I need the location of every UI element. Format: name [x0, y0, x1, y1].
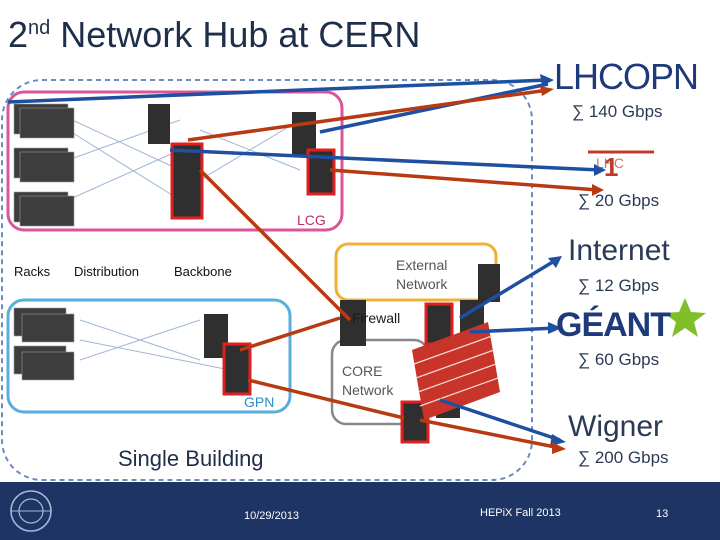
lhcopn-bandwidth: ∑ 140 Gbps — [572, 102, 663, 121]
blue-links — [7, 78, 601, 442]
gpn-mesh-links — [79, 319, 231, 371]
lhcone-bandwidth: ∑ 20 Gbps — [578, 191, 660, 210]
core-network-label: CORE Network — [342, 363, 394, 398]
red-arrowheads — [540, 86, 604, 454]
backbone-label: Backbone — [174, 264, 232, 279]
slide-footer: 10/29/2013 HEPiX Fall 2013 13 — [0, 482, 720, 540]
wigner-bandwidth: ∑ 200 Gbps — [578, 448, 669, 467]
lcg-zone-label: LCG — [297, 212, 326, 228]
red-links — [187, 88, 599, 450]
lhcone-logo: 1 LHC — [588, 150, 654, 182]
lcg-racks — [13, 103, 75, 227]
distribution-label: Distribution — [74, 264, 140, 279]
svg-text:LHC: LHC — [596, 155, 624, 171]
firewall-wall — [412, 322, 500, 420]
footer-page-number: 13 — [656, 508, 669, 520]
gpn-zone-label: GPN — [244, 394, 275, 410]
lcg-mesh-links — [67, 117, 301, 201]
title-ordinal: nd — [28, 17, 51, 39]
single-building-label: Single Building — [118, 446, 264, 471]
title-text: Network Hub at CERN — [50, 14, 421, 55]
wigner-label: Wigner — [568, 410, 664, 443]
gpn-racks — [13, 307, 75, 381]
firewall-label: Firewall — [352, 310, 401, 326]
footer-date: 10/29/2013 — [244, 510, 300, 522]
lcg-routers — [148, 104, 336, 220]
slide-title: 2nd Network Hub at CERN — [8, 14, 420, 56]
geant-bandwidth: ∑ 60 Gbps — [578, 350, 660, 369]
footer-event: HEPiX Fall 2013 — [480, 507, 561, 519]
title-number: 2 — [8, 14, 29, 55]
lcg-zone — [6, 90, 344, 232]
internet-bandwidth: ∑ 12 Gbps — [578, 276, 660, 295]
network-diagram: 1 LHC — [1, 74, 706, 481]
internet-label: Internet — [568, 234, 670, 267]
gpn-zone — [6, 298, 292, 414]
cern-logo-icon — [10, 490, 52, 532]
building-outline — [1, 79, 533, 481]
geant-logo: GÉANT — [556, 306, 671, 344]
external-network-label: External Network — [396, 257, 448, 292]
lhcopn-logo: LHCOPN — [554, 56, 699, 97]
gpn-routers — [204, 314, 252, 396]
racks-label: Racks — [14, 264, 51, 279]
svg-text:1: 1 — [604, 152, 618, 182]
geant-star-icon — [664, 298, 706, 337]
